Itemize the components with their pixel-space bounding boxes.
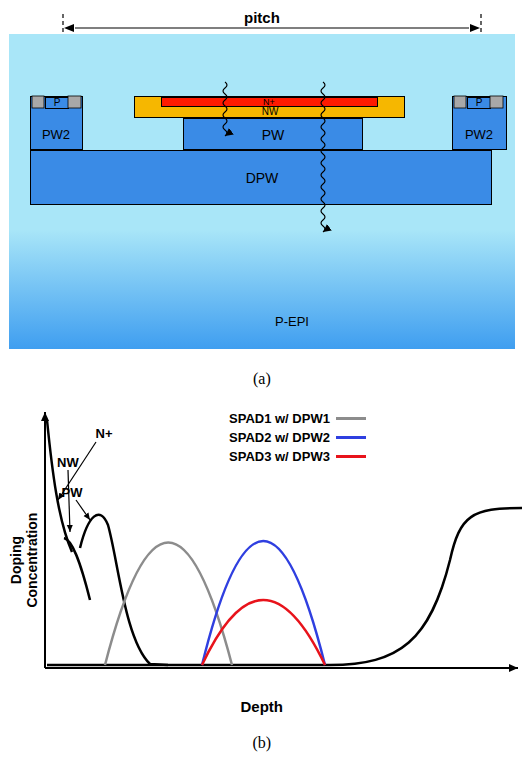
pwell: PW [183, 118, 363, 150]
dpw1-profile [105, 543, 232, 666]
nwell: NWN+ [134, 96, 405, 118]
dimension-label: pitch [244, 9, 280, 26]
x-axis [45, 667, 518, 669]
substrate-profile [47, 508, 522, 665]
dpw3-profile [202, 600, 325, 665]
y-axis [44, 412, 46, 668]
leader-line [68, 470, 70, 532]
p-contact: P [467, 97, 491, 109]
contact [454, 96, 466, 108]
panel-label: (a) [253, 370, 271, 388]
legend-text: SPAD2 w/ DPW2 [229, 430, 330, 445]
axis-label: Doping Concentration [8, 505, 40, 615]
panel-label: (b) [253, 734, 272, 752]
axis-label: Depth [241, 698, 284, 715]
nplus-region: N+ [161, 97, 378, 107]
legend-swatch [336, 436, 366, 439]
curve-label: N+ [96, 426, 113, 441]
contact [490, 96, 503, 108]
curve-label: NW [57, 455, 79, 470]
pwell-guard: PW2 P [30, 96, 83, 150]
region-label: P [54, 98, 61, 108]
photon-arrow [223, 82, 227, 136]
region-label: P-EPI [275, 315, 309, 328]
region-label: PW [262, 128, 285, 142]
legend-swatch [336, 417, 366, 420]
leader-line [76, 500, 90, 520]
legend-text: SPAD1 w/ DPW1 [229, 411, 330, 426]
contact [68, 96, 81, 108]
pwell-guard: PW2 P [452, 96, 507, 150]
leader-line [58, 442, 96, 500]
epi-region: P-EPI DPW PW2 P PW NWN+ PW2 P [9, 34, 515, 349]
dpw2-profile [202, 541, 325, 665]
region-label: NW [262, 107, 279, 117]
p-contact: P [45, 97, 69, 109]
region-label: PW2 [465, 128, 493, 141]
curve-label: PW [62, 485, 83, 500]
legend-swatch [336, 455, 366, 458]
photon-arrow [321, 82, 325, 232]
region-label: P [476, 98, 483, 108]
pw-profile [80, 515, 168, 665]
dimension-line [75, 27, 469, 28]
region-label: PW2 [42, 128, 70, 141]
contact [32, 96, 44, 108]
legend-text: SPAD3 w/ DPW3 [229, 449, 330, 464]
region-label: DPW [246, 171, 279, 185]
region-label: N+ [263, 98, 275, 107]
nw-profile [64, 538, 90, 600]
deep-pwell: DPW [30, 150, 492, 205]
